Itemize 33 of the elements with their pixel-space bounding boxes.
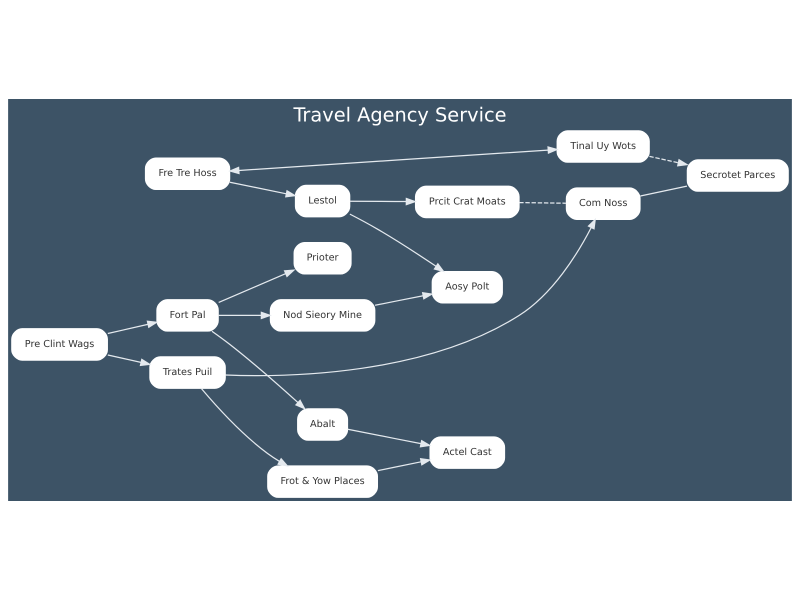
- node-box: Nod Sieory Mine: [270, 299, 376, 332]
- node-box: Fre Tre Hoss: [144, 158, 230, 190]
- arrow: [228, 146, 559, 174]
- node-box: Secrotet Parces: [686, 159, 789, 192]
- connector: [640, 186, 688, 197]
- node-box: Prcit Crat Moats: [414, 186, 520, 218]
- node-box: Abalt: [297, 408, 348, 441]
- arrow: [218, 269, 296, 303]
- node-box: Aosy Polt: [432, 270, 503, 304]
- arrow: [350, 198, 417, 206]
- arrow: [225, 218, 596, 376]
- node-box: Com Noss: [566, 187, 641, 220]
- arrow: [348, 428, 432, 448]
- connector: [519, 202, 566, 204]
- node-box: Lestol: [294, 184, 350, 218]
- arrow: [212, 330, 306, 410]
- diagram-title: Travel Agency Service: [293, 104, 507, 127]
- node-box: Actel Cast: [429, 436, 506, 469]
- arrow: [374, 292, 434, 306]
- node-box: Prioter: [294, 242, 352, 274]
- arrow: [108, 320, 158, 334]
- arrow: [378, 458, 432, 472]
- arrow: [218, 311, 272, 320]
- arrow: [108, 354, 152, 366]
- arrow: [350, 214, 445, 272]
- node-box: Tinal Uy Wots: [556, 130, 650, 163]
- node-box: Trates Puil: [149, 356, 226, 389]
- node-box: Frot & Yow Places: [267, 465, 378, 498]
- node-box: Pre Clint Wags: [11, 328, 108, 361]
- arrow: [201, 388, 289, 467]
- node-box: Fort Pal: [156, 299, 219, 332]
- arrow: [649, 156, 689, 166]
- arrow: [230, 182, 297, 198]
